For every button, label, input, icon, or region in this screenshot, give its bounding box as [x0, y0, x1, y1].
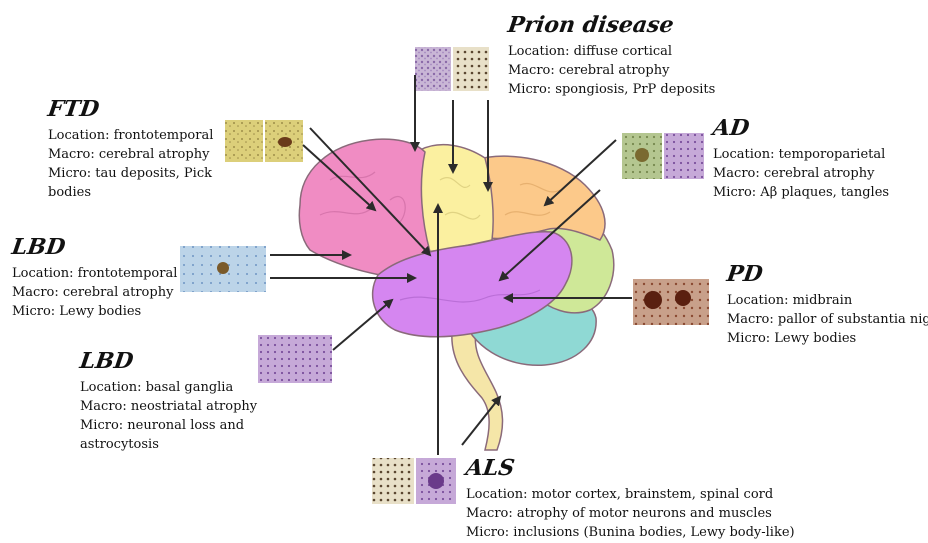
lbd-frontotemporal-location: Location: frontotemporal: [12, 264, 177, 283]
als-histology-image-1: [372, 458, 414, 504]
lbd-frontotemporal-macro: Macro: cerebral atrophy: [12, 283, 177, 302]
ad-micro: Micro: Aβ plaques, tangles: [713, 183, 889, 202]
pd-macro: Macro: pallor of substantia nigra: [727, 310, 928, 329]
lbd-frontotemporal-micro: Micro: Lewy bodies: [12, 302, 177, 321]
lbd-basal-ganglia-label: LBD Location: basal ganglia Macro: neost…: [80, 348, 257, 454]
lbd-basal-ganglia-micro: Micro: neuronal loss and astrocytosis: [80, 416, 255, 454]
ftd-histology-image-1: [225, 120, 263, 162]
als-title: ALS: [464, 455, 796, 481]
ad-label: AD Location: temporoparietal Macro: cere…: [713, 115, 889, 202]
pd-location: Location: midbrain: [727, 291, 928, 310]
lbd-basal-ganglia-location: Location: basal ganglia: [80, 378, 257, 397]
ad-macro: Macro: cerebral atrophy: [713, 164, 889, 183]
lbd-histology-image-2: [258, 335, 332, 383]
ftd-title: FTD: [46, 96, 225, 122]
ad-location: Location: temporoparietal: [713, 145, 889, 164]
ad-title: AD: [711, 115, 891, 141]
lbd-frontotemporal-label: LBD Location: frontotemporal Macro: cere…: [12, 234, 177, 321]
ad-histology-image-2: [664, 133, 704, 179]
prion-micro: Micro: spongiosis, PrP deposits: [508, 80, 715, 99]
als-micro: Micro: inclusions (Bunina bodies, Lewy b…: [466, 523, 795, 542]
prion-histology-image-1: [415, 47, 451, 91]
prion-histology-image-2: [453, 47, 489, 91]
prion-disease-label: Prion disease Location: diffuse cortical…: [508, 12, 715, 99]
als-label: ALS Location: motor cortex, brainstem, s…: [466, 455, 795, 542]
prion-disease-title: Prion disease: [506, 12, 717, 38]
ftd-location: Location: frontotemporal: [48, 126, 223, 145]
ftd-label: FTD Location: frontotemporal Macro: cere…: [48, 96, 223, 202]
pd-title: PD: [725, 261, 928, 287]
pd-label: PD Location: midbrain Macro: pallor of s…: [727, 261, 928, 348]
als-macro: Macro: atrophy of motor neurons and musc…: [466, 504, 795, 523]
lbd-basal-ganglia-title: LBD: [78, 348, 259, 374]
lbd-frontotemporal-title: LBD: [10, 234, 179, 260]
ftd-micro: Micro: tau deposits, Pick bodies: [48, 164, 223, 202]
pd-micro: Micro: Lewy bodies: [727, 329, 928, 348]
prion-macro: Macro: cerebral atrophy: [508, 61, 715, 80]
als-location: Location: motor cortex, brainstem, spina…: [466, 485, 795, 504]
lbd-basal-ganglia-macro: Macro: neostriatal atrophy: [80, 397, 257, 416]
prion-location: Location: diffuse cortical: [508, 42, 715, 61]
ftd-macro: Macro: cerebral atrophy: [48, 145, 223, 164]
